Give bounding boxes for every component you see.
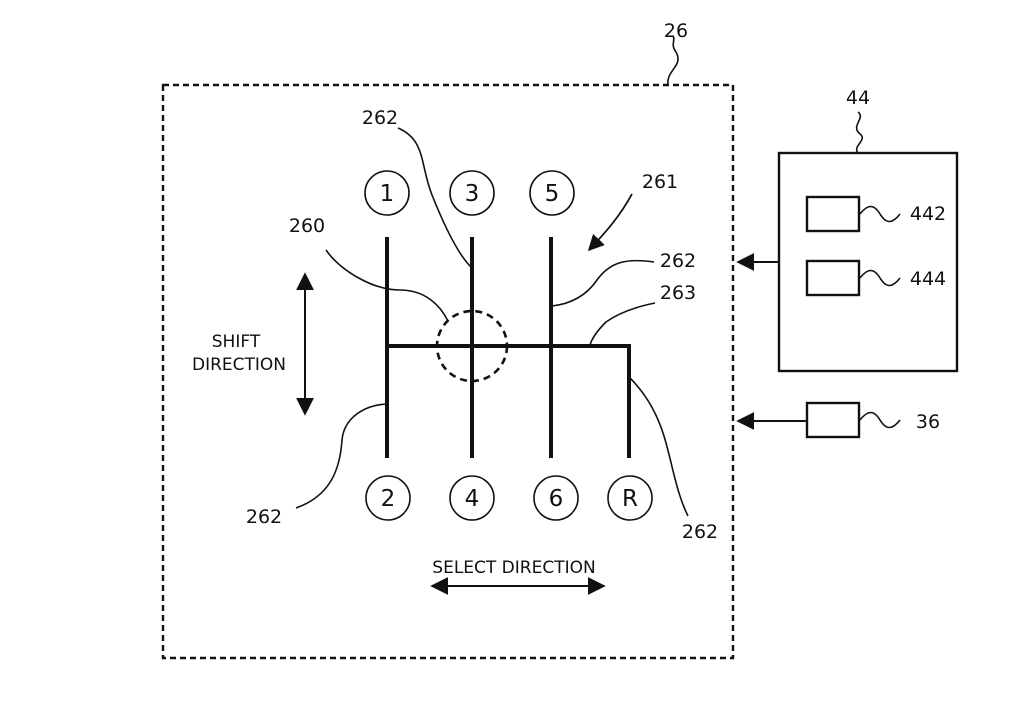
- gate-ref-right-leader: [551, 259, 655, 307]
- housing-ref: 26: [664, 20, 688, 42]
- controller-unit-a-box: [805, 195, 861, 233]
- gear-6: 6: [533, 475, 579, 521]
- gear-2: 2: [365, 475, 411, 521]
- shift-direction-label-line1: SHIFT: [212, 332, 261, 352]
- gear-5: 5: [529, 170, 575, 216]
- sensor-leader: [859, 411, 901, 429]
- housing-leader: [667, 35, 679, 86]
- shift-direction-label-line2: DIRECTION: [192, 355, 286, 375]
- gate-ref-bottom-left: 262: [246, 506, 282, 528]
- controller-unit-b-ref: 444: [910, 268, 946, 290]
- gate-ref-top-leader: [397, 127, 473, 269]
- neutral-zone-ref: 260: [289, 215, 325, 237]
- gate-ref-top: 262: [362, 107, 398, 129]
- gear-label: 6: [549, 486, 564, 512]
- gear-1: 1: [364, 170, 410, 216]
- shift-pattern-arrow: [587, 193, 633, 252]
- gear-label: 5: [545, 181, 560, 207]
- sensor-box: [805, 401, 861, 439]
- gear-label: 1: [380, 181, 395, 207]
- controller-unit-a-ref: 442: [910, 203, 946, 225]
- shift-pattern-ref: 261: [642, 171, 678, 193]
- gate-ref-bottom-right-leader: [629, 377, 689, 517]
- gate-ref-bottom-left-leader: [295, 403, 388, 509]
- gear-label: 3: [465, 181, 480, 207]
- gear-label: 4: [465, 486, 480, 512]
- gate-ref-right: 262: [660, 250, 696, 272]
- select-direction-label: SELECT DIRECTION: [432, 558, 595, 578]
- gear-label: R: [622, 486, 638, 512]
- gear-reverse: R: [607, 475, 653, 521]
- neutral-zone-circle: [435, 309, 509, 383]
- housing-dashed-box: [161, 83, 735, 660]
- select-line-ref: 263: [660, 282, 696, 304]
- controller-unit-b-leader: [859, 269, 901, 287]
- sensor-ref: 36: [916, 411, 940, 433]
- controller-unit-a-leader: [859, 205, 901, 223]
- controller-unit-b-box: [805, 259, 861, 297]
- select-line-leader: [589, 302, 656, 346]
- controller-box: [777, 151, 959, 373]
- controller-ref: 44: [846, 87, 870, 109]
- gear-3: 3: [449, 170, 495, 216]
- neutral-zone-leader: [325, 249, 449, 322]
- controller-leader: [855, 111, 864, 154]
- gear-4: 4: [449, 475, 495, 521]
- gate-ref-bottom-right: 262: [682, 521, 718, 543]
- gear-label: 2: [381, 486, 396, 512]
